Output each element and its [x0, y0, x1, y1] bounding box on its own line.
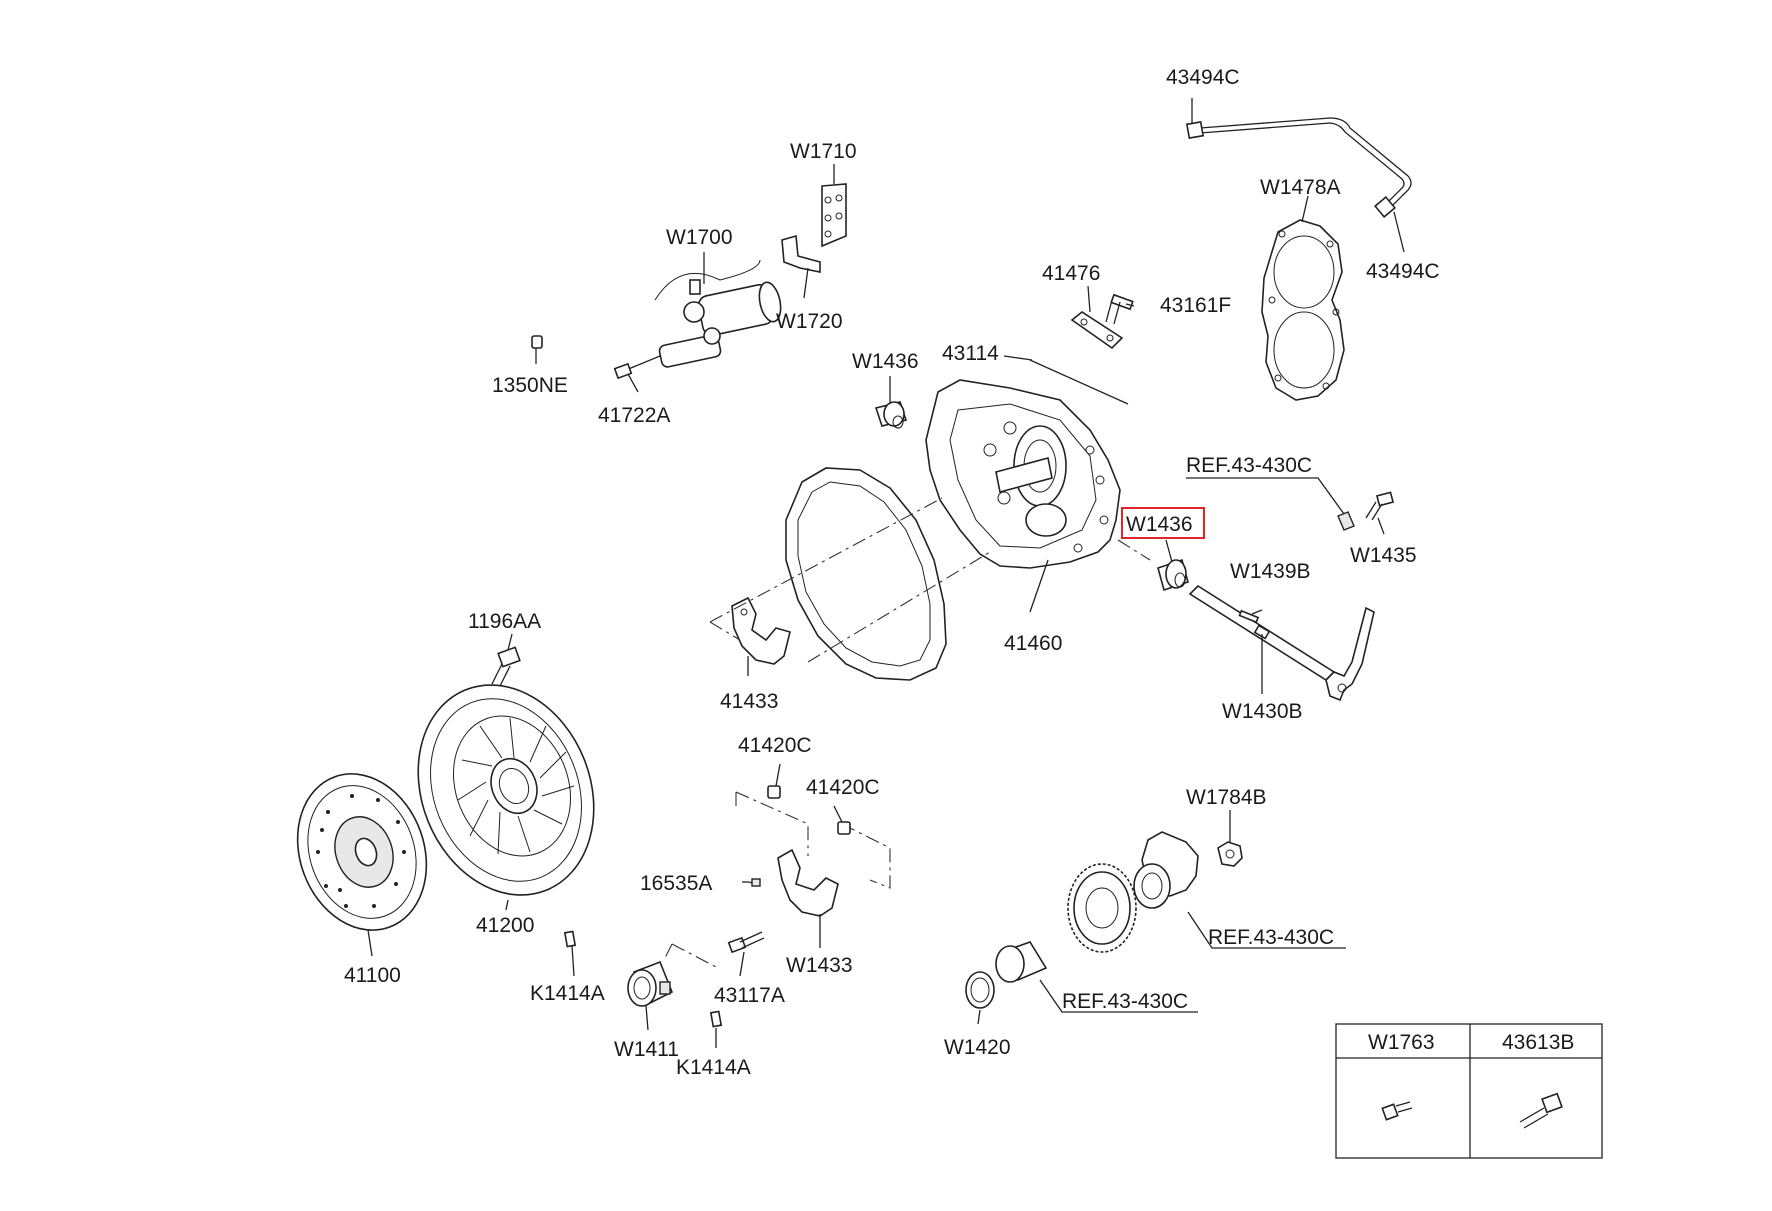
label-41420c-b[interactable]: 41420C: [806, 776, 880, 799]
label-43117a[interactable]: 43117A: [714, 984, 785, 1007]
label-w1784b[interactable]: W1784B: [1186, 786, 1267, 809]
assembly-guide-lines: [663, 497, 1151, 969]
bolt-w1435[interactable]: [1365, 491, 1395, 521]
label-43161f[interactable]: 43161F: [1160, 294, 1231, 317]
bush-w1436-highlighted[interactable]: [1157, 558, 1189, 592]
clip-k1414a-b[interactable]: [709, 1010, 723, 1028]
ring-w1420[interactable]: [965, 971, 995, 1009]
label-41460[interactable]: 41460: [1004, 632, 1062, 655]
gear[interactable]: [1067, 863, 1137, 953]
label-43494c-top[interactable]: 43494C: [1166, 66, 1240, 89]
label-1350ne[interactable]: 1350NE: [492, 374, 568, 397]
clutch-housing-41460[interactable]: [925, 379, 1121, 569]
bracket-w1710[interactable]: [821, 183, 847, 248]
clip-k1414a-a[interactable]: [563, 930, 577, 948]
table-header-w1763: W1763: [1368, 1031, 1435, 1054]
fastener-table: W1763 43613B: [1335, 1023, 1603, 1159]
label-w1436-top[interactable]: W1436: [852, 350, 919, 373]
housing-gasket[interactable]: [785, 467, 947, 681]
bolt-43613b-icon[interactable]: [1519, 1092, 1563, 1129]
label-1196aa[interactable]: 1196AA: [468, 610, 541, 633]
fork-41433[interactable]: [731, 596, 791, 665]
plug-41420c-a[interactable]: [767, 785, 781, 799]
label-w1478a[interactable]: W1478A: [1260, 176, 1341, 199]
label-w1435[interactable]: W1435: [1350, 544, 1417, 567]
label-k1414a-a[interactable]: K1414A: [530, 982, 605, 1005]
leader-lines: [367, 98, 1405, 1048]
label-43494c-bottom[interactable]: 43494C: [1366, 260, 1440, 283]
label-w1411[interactable]: W1411: [614, 1038, 679, 1061]
label-ref-43-430c-low[interactable]: REF.43-430C: [1062, 990, 1188, 1013]
bolt-1196aa[interactable]: [491, 646, 521, 687]
label-41433[interactable]: 41433: [720, 690, 778, 713]
fork-w1433[interactable]: [777, 848, 839, 917]
bolt-43117a[interactable]: [727, 931, 765, 954]
highlight-box: [1121, 507, 1205, 539]
label-41420c-a[interactable]: 41420C: [738, 734, 812, 757]
label-16535a[interactable]: 16535A: [640, 872, 712, 895]
label-ref-43-430c-top[interactable]: REF.43-430C: [1186, 454, 1312, 477]
shaft-w1430b[interactable]: [1188, 584, 1375, 702]
label-41200[interactable]: 41200: [476, 914, 534, 937]
clutch-cover-41200[interactable]: [388, 658, 625, 921]
bracket-41476[interactable]: [1070, 311, 1124, 350]
label-w1430b[interactable]: W1430B: [1222, 700, 1303, 723]
label-w1420[interactable]: W1420: [944, 1036, 1011, 1059]
bush-w1436-top[interactable]: [874, 401, 908, 429]
label-41722a[interactable]: 41722A: [598, 404, 670, 427]
pipe-43494c[interactable]: [1185, 117, 1412, 218]
label-43114[interactable]: 43114: [942, 342, 999, 365]
bracket-w1720[interactable]: [781, 234, 821, 273]
label-w1436-highlighted[interactable]: W1436: [1126, 513, 1193, 536]
part-labels: 43494C W1478A 43494C W1710 W1700 W1720 1…: [344, 66, 1440, 1079]
bearing[interactable]: [995, 941, 1048, 983]
key-w1439b[interactable]: [1238, 609, 1260, 624]
label-w1433[interactable]: W1433: [786, 954, 853, 977]
label-w1439b[interactable]: W1439B: [1230, 560, 1311, 583]
label-ref-43-430c-mid[interactable]: REF.43-430C: [1208, 926, 1334, 949]
clutch-disc-41100[interactable]: [276, 756, 447, 949]
label-w1720[interactable]: W1720: [776, 310, 843, 333]
label-41100[interactable]: 41100: [344, 964, 401, 987]
table-header-43613b: 43613B: [1502, 1031, 1574, 1054]
pin-16535a[interactable]: [747, 878, 761, 887]
gasket-w1478a[interactable]: [1261, 219, 1345, 401]
bolt-w1763-icon[interactable]: [1381, 1101, 1413, 1121]
cap-ref-43-430c[interactable]: [1337, 511, 1355, 531]
bolt-43161f[interactable]: [1105, 293, 1134, 325]
label-41476[interactable]: 41476: [1042, 262, 1100, 285]
pin-43114[interactable]: [1029, 359, 1129, 405]
hub-flange[interactable]: [1133, 831, 1199, 909]
label-w1710[interactable]: W1710: [790, 140, 857, 163]
label-k1414a-b[interactable]: K1414A: [676, 1056, 751, 1079]
label-w1700[interactable]: W1700: [666, 226, 733, 249]
nut-1350ne[interactable]: [531, 335, 543, 349]
nut-w1784b[interactable]: [1217, 841, 1243, 867]
clutch-booster-w1700[interactable]: [613, 259, 784, 380]
release-bearing-w1411[interactable]: [627, 960, 674, 1007]
plug-41420c-b[interactable]: [837, 821, 851, 835]
